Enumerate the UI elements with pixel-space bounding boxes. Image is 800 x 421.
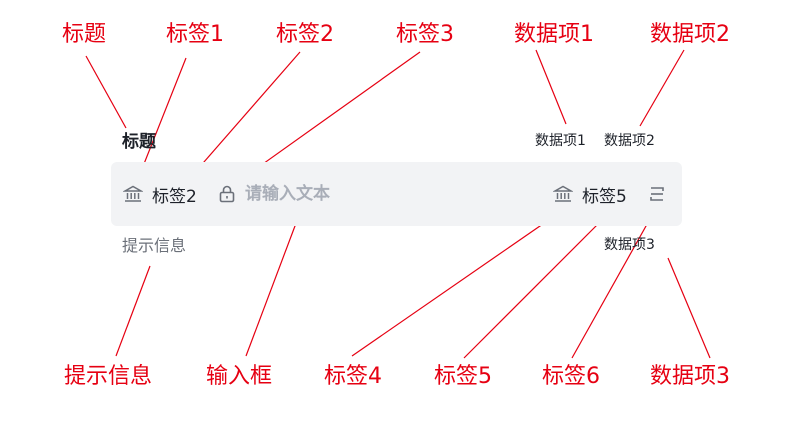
callout-data1: 数据项1 xyxy=(514,22,594,47)
leader-line-title xyxy=(85,55,127,129)
callout-title: 标题 xyxy=(62,22,107,47)
leader-line-hint xyxy=(115,265,151,357)
data-item-1: 数据项1 xyxy=(535,133,586,149)
callout-tag3: 标签3 xyxy=(396,22,454,47)
leader-line-tag2 xyxy=(189,51,301,179)
leader-line-data3 xyxy=(667,257,711,359)
suffix-tag: 标签5 xyxy=(582,186,627,207)
callout-data2: 数据项2 xyxy=(650,22,730,47)
leader-line-input xyxy=(245,217,299,357)
leader-line-data2 xyxy=(639,49,685,127)
prefix-tag: 标签2 xyxy=(152,186,197,207)
data-item-3: 数据项3 xyxy=(604,237,655,253)
leader-line-tag4 xyxy=(351,207,567,357)
callout-hint: 提示信息 xyxy=(64,364,153,389)
leader-line-data1 xyxy=(535,49,567,125)
input-field-container[interactable]: 标签2 标签5 xyxy=(111,162,682,226)
data-item-2: 数据项2 xyxy=(604,133,655,149)
callout-tag4: 标签4 xyxy=(324,364,382,389)
lock-icon xyxy=(217,162,237,226)
toggle-icon[interactable] xyxy=(647,162,667,226)
callout-tag5: 标签5 xyxy=(434,364,492,389)
leader-line-tag5 xyxy=(463,211,611,359)
callout-tag6: 标签6 xyxy=(542,364,600,389)
callout-tag1: 标签1 xyxy=(166,22,224,47)
leader-line-tag6 xyxy=(571,209,656,359)
text-input[interactable] xyxy=(245,184,445,204)
callout-input: 输入框 xyxy=(206,364,273,389)
bank-icon xyxy=(123,162,143,226)
bank-icon xyxy=(553,162,573,226)
field-title: 标题 xyxy=(122,132,156,152)
callout-tag2: 标签2 xyxy=(276,22,334,47)
hint-text: 提示信息 xyxy=(122,236,187,255)
callout-data3: 数据项3 xyxy=(650,364,730,389)
